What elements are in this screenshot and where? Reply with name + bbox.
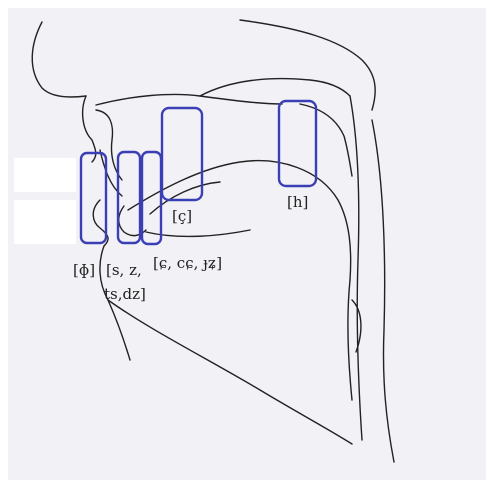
alveolar-label-line1: [s, z, bbox=[106, 262, 142, 279]
glottal-label: [h] bbox=[287, 194, 308, 211]
blank-patch-lower bbox=[14, 200, 76, 244]
blank-patch-upper bbox=[14, 158, 76, 192]
bilabial-label: [ɸ] bbox=[73, 262, 95, 279]
alveolopalatal-label: [ɕ, cɕ, ɟʑ] bbox=[153, 255, 222, 272]
palatal-label: [ç] bbox=[172, 208, 192, 225]
alveolar-label-line2: ts,dz] bbox=[104, 286, 146, 303]
paper-shade bbox=[8, 8, 486, 480]
